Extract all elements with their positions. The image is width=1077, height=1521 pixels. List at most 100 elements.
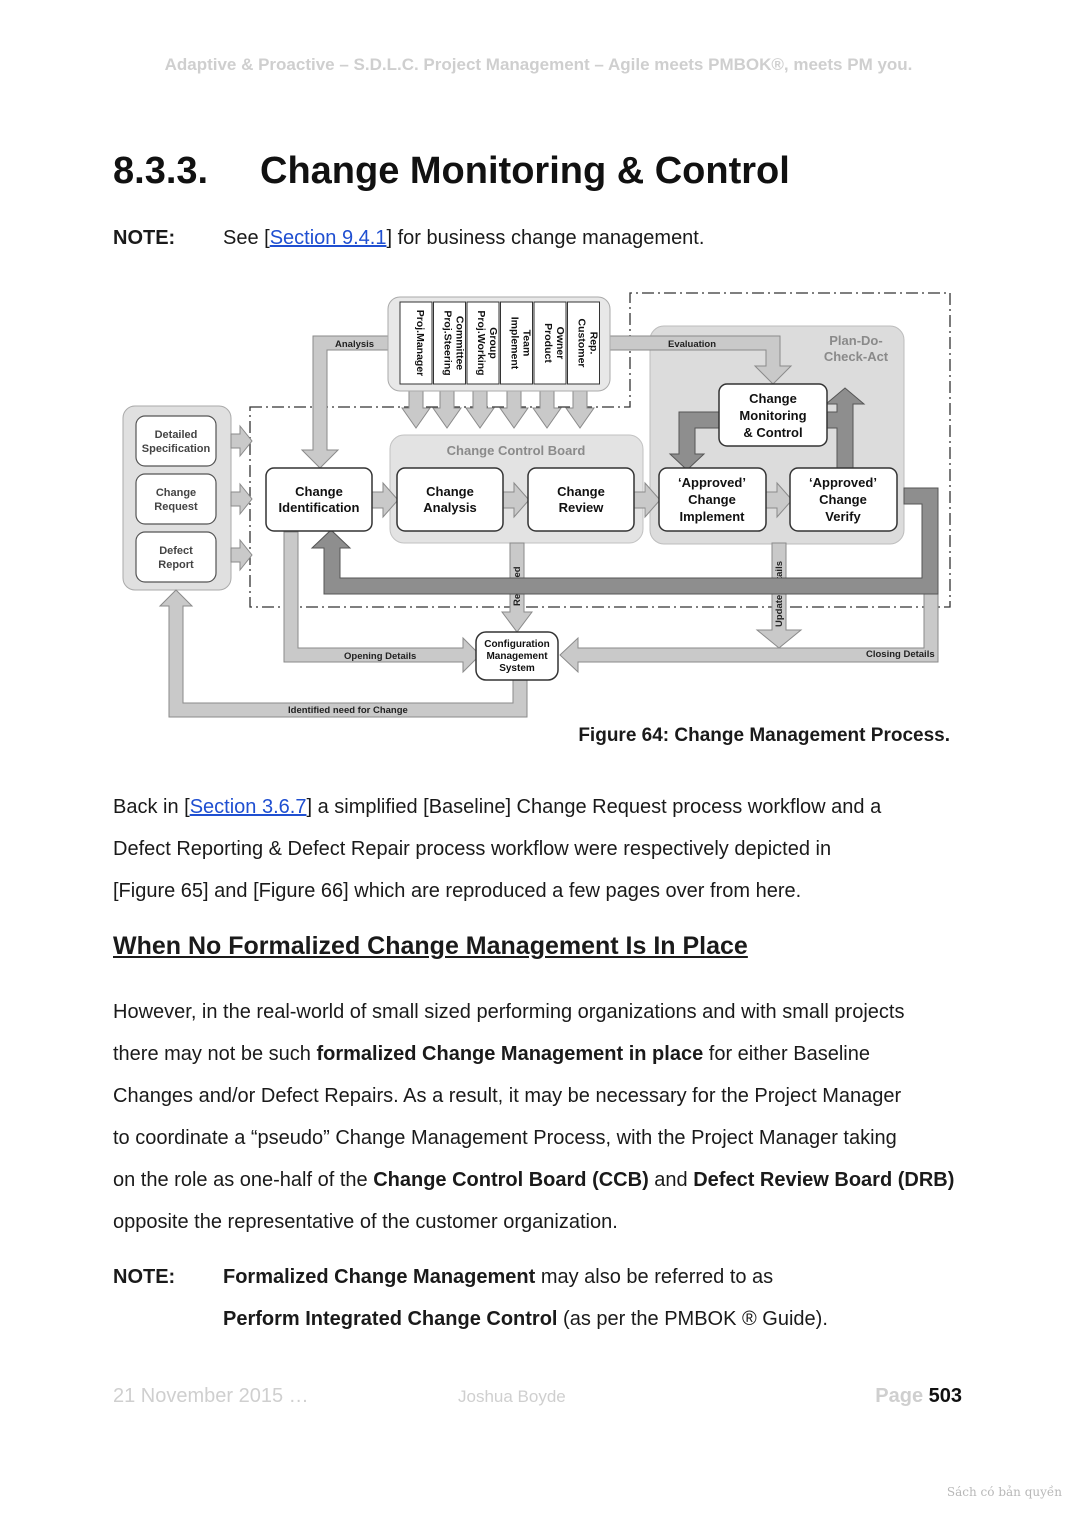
approved-change-implement-node: ‘Approved’ Change Implement [658,467,767,532]
svg-text:Identification: Identification [279,500,360,515]
section-title: Change Monitoring & Control [260,150,790,192]
note-text: may also be referred to as [535,1266,774,1288]
ccb-label: Change Control Board [447,443,586,458]
paragraph-line: on the role as one-half of the Change Co… [113,1169,955,1191]
paragraph-intro: Back in [Section 3.6.7] a simplified [Ba… [113,786,973,912]
svg-text:Monitoring: Monitoring [739,408,806,423]
svg-text:& Control: & Control [743,425,802,440]
forward-arrows [371,481,793,519]
identified-need-label: Identified need for Change [288,705,408,716]
paragraph-line: However, in the real-world of small size… [113,1001,905,1023]
change-analysis-node: Change Analysis [396,467,504,532]
note-label: NOTE: [113,1266,176,1288]
input-document-label: Specification [142,443,211,455]
stakeholder-label: Rep. [588,332,600,355]
svg-text:Configuration: Configuration [484,639,550,650]
stakeholder-label: Proj.Working [475,310,487,375]
change-monitoring-control-node: Change Monitoring & Control [718,383,828,447]
change-identification-node: Change Identification [265,467,373,532]
stakeholder-label: Product [542,323,554,363]
closing-details-flow [559,593,939,674]
subheading: When No Formalized Change Management Is … [113,932,748,960]
pdca-label-line1: Plan-Do- [829,333,882,348]
input-document-label: Change [156,487,196,499]
section-number: 8.3.3. [113,150,209,192]
paragraph-line: to coordinate a “pseudo” Change Manageme… [113,1127,897,1149]
svg-text:Change: Change [426,484,474,499]
paragraph-small-projects: However, in the real-world of small size… [113,991,973,1243]
input-documents: DetailedSpecificationChangeRequestDefect… [135,415,217,583]
page-label: Page [875,1385,929,1407]
note-integrated-change-control: NOTE: Formalized Change Management may al… [113,1256,828,1340]
process-boundary [249,292,951,608]
section-9-4-1-link[interactable]: Section 9.4.1 [269,227,387,249]
svg-text:Change: Change [819,492,867,507]
stakeholder-column: Proj.Manager [399,301,433,385]
paragraph-intro-line3: [Figure 65] and [Figure 66] which are re… [113,880,802,902]
note-bold-term: Formalized Change Management [223,1266,536,1288]
note-text: (as per the PMBOK ® Guide). [557,1308,828,1330]
footer-page: Page 503 [875,1385,962,1408]
approved-change-verify-node: ‘Approved’ Change Verify [789,467,898,532]
identified-need-flow [158,589,528,718]
closing-details-label: Closing Details [866,649,935,660]
svg-text:Change: Change [295,484,343,499]
running-header: Adaptive & Proactive – S.D.L.C. Project … [164,55,913,74]
change-management-diagram: .pipe { fill:#c9c9c9; stroke:#8a8a8a; st… [122,292,951,718]
stakeholder-label: Proj.Manager [414,310,426,377]
section-3-6-7-link[interactable]: Section 3.6.7 [189,796,307,818]
svg-text:‘Approved’: ‘Approved’ [809,475,877,490]
stakeholder-label: Owner [554,327,566,360]
pdca-label-line2: Check-Act [824,349,889,364]
change-review-node: Change Review [527,467,635,532]
input-arrows [230,424,253,572]
svg-text:Analysis: Analysis [423,500,476,515]
note-text-end: ] for business change management. [386,227,705,249]
paragraph-line: there may not be such formalized Change … [113,1043,870,1065]
stakeholder-label: Team [521,330,533,357]
monitoring-to-implement-flow [668,411,721,471]
verify-to-monitoring-flow [824,387,866,471]
stakeholder-label: Customer [576,318,588,367]
footer-date: 21 November 2015 … [113,1385,309,1407]
update-details-flow [755,542,803,649]
page-number: 503 [928,1385,962,1407]
paragraph-intro-line1: Back in [Section 3.6.7] a simplified [Ba… [113,796,882,818]
watermark: Sách có bản quyền [946,1485,1062,1499]
input-document-label: Defect [159,545,193,557]
stakeholder-label: Implement [509,317,521,370]
input-document-label: Request [154,501,198,513]
paragraph-line: opposite the representative of the custo… [113,1211,618,1233]
input-document-label: Detailed [155,429,198,441]
svg-text:Change: Change [557,484,605,499]
configuration-management-system-node: Configuration Management System [475,631,559,681]
opening-details-label: Opening Details [344,651,416,662]
svg-text:Change: Change [688,492,736,507]
note-text: See [ [223,227,270,249]
stakeholder-label: Group [487,327,499,359]
analysis-flow [300,335,391,469]
svg-text:Change: Change [749,391,797,406]
svg-text:Implement: Implement [679,509,745,524]
stakeholder-label: Proj.Steering [442,310,454,375]
svg-text:Verify: Verify [825,509,861,524]
stakeholder-arrows [401,383,595,429]
evaluation-flow [609,335,793,385]
paragraph-line: Changes and/or Defect Repairs. As a resu… [113,1085,902,1107]
opening-details-flow [283,531,481,674]
stakeholder-label: Committee [454,316,466,370]
analysis-flow-label: Analysis [335,339,374,350]
svg-text:System: System [499,663,535,674]
figure-caption: Figure 64: Change Management Process. [578,725,950,746]
svg-text:Management: Management [486,651,548,662]
paragraph-intro-line2: Defect Reporting & Defect Repair process… [113,838,832,860]
input-document-label: Report [158,559,194,571]
